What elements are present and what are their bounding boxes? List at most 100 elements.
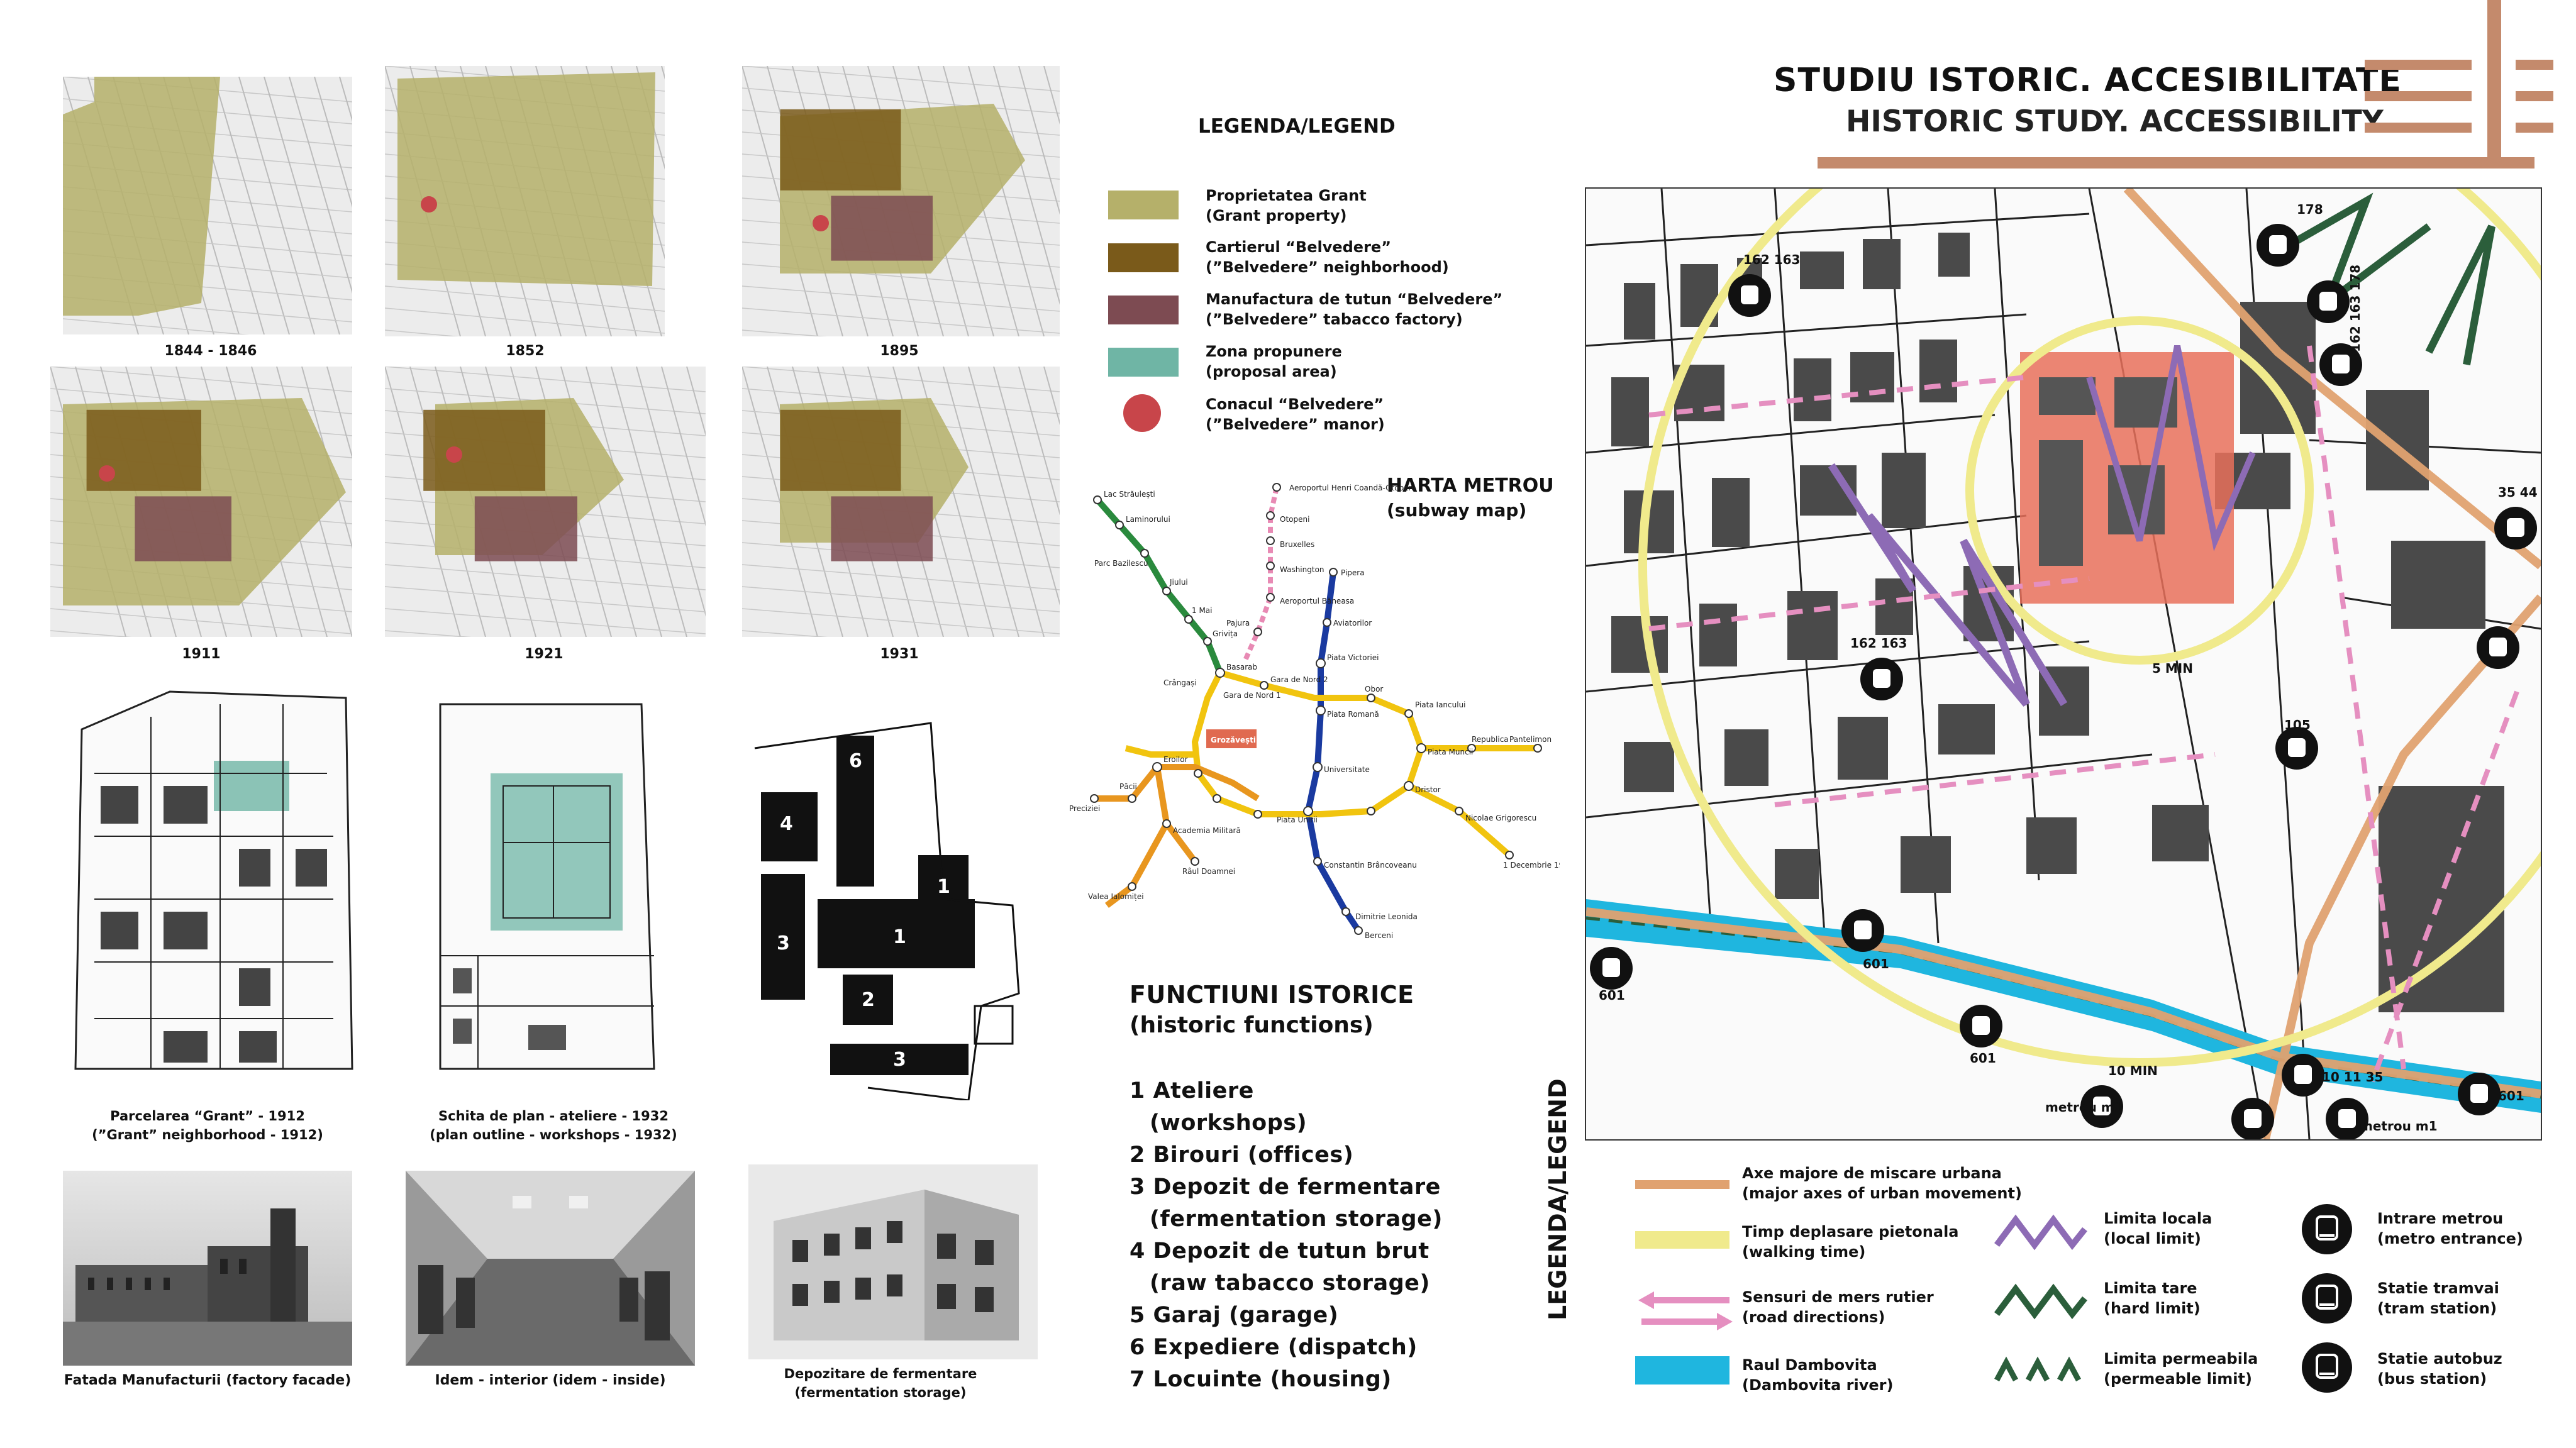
bus-station-icon [2302, 1342, 2352, 1393]
legend-swatch-grant [1108, 191, 1179, 219]
function-item: 5 Garaj (garage) [1130, 1303, 1339, 1328]
legend-proposal-label: Zona propunere(proposal area) [1206, 343, 1342, 380]
functions-title: FUNCTIUNI ISTORICE [1130, 981, 1414, 1009]
legend-road-label: Sensuri de mers rutier(road directions) [1742, 1288, 1934, 1326]
accessibility-map: 178 162 163 162 163 178 35 44 5 MIN 105 … [1585, 187, 2542, 1141]
plan-workshops-1932 [402, 679, 704, 1081]
map-label: 601 [2498, 1088, 2524, 1103]
svg-text:Constantin Brâncoveanu: Constantin Brâncoveanu [1324, 861, 1417, 870]
legend-hard-limit-icon [1994, 1283, 2087, 1320]
svg-text:Valea Ialomiței: Valea Ialomiței [1088, 892, 1144, 901]
svg-text:Păcii: Păcii [1119, 782, 1137, 791]
svg-text:Lac Străulești: Lac Străulești [1104, 490, 1155, 499]
legend-axes-swatch [1635, 1180, 1729, 1189]
photo-factory-facade [63, 1171, 352, 1366]
legend-local-limit-label: Limita locala(local limit) [2104, 1210, 2212, 1247]
legend-walking-swatch [1635, 1231, 1729, 1249]
svg-text:Piata Muncii: Piata Muncii [1428, 748, 1473, 756]
svg-text:2: 2 [862, 989, 875, 1011]
title-underline [1818, 157, 2534, 169]
function-item: (raw tabacco storage) [1150, 1271, 1430, 1296]
map-label: 601 [1863, 956, 1889, 971]
tram-station-icon [2302, 1273, 2352, 1324]
legend-river-swatch [1635, 1356, 1729, 1384]
svg-text:Pantelimon: Pantelimon [1509, 735, 1552, 744]
map-label: 601 [1599, 988, 1625, 1003]
map-caption-3: 1895 [880, 343, 919, 359]
map-label: 10 MIN [2108, 1063, 2158, 1078]
svg-text:Piata Unirii: Piata Unirii [1277, 815, 1318, 824]
legend-grant-label: Proprietatea Grant(Grant property) [1206, 187, 1367, 224]
map-label: 105 [2284, 717, 2311, 732]
svg-text:Dimitrie Leonida: Dimitrie Leonida [1355, 912, 1418, 921]
legend-swatch-belvedere [1108, 243, 1179, 272]
svg-text:Preciziei: Preciziei [1069, 804, 1100, 813]
historic-map-3 [742, 66, 1060, 336]
historic-map-1 [63, 77, 352, 334]
svg-text:Aviatorilor: Aviatorilor [1333, 619, 1372, 627]
legend-factory-label: Manufactura de tutun “Belvedere”(”Belved… [1206, 290, 1503, 328]
functions-subtitle: (historic functions) [1130, 1012, 1374, 1038]
svg-text:Piata Victoriei: Piata Victoriei [1327, 653, 1379, 662]
svg-text:Aeroportul Henri Coandă-Otopen: Aeroportul Henri Coandă-Otopeni [1289, 484, 1416, 492]
function-item: (fermentation storage) [1150, 1207, 1443, 1232]
function-item: 7 Locuinte (housing) [1130, 1367, 1392, 1392]
svg-text:Otopeni: Otopeni [1280, 515, 1309, 524]
svg-text:Jiului: Jiului [1169, 578, 1188, 587]
map-label: 601 [1970, 1051, 1996, 1066]
map-label: 162 163 178 [2348, 265, 2363, 352]
historic-map-6 [742, 367, 1060, 637]
svg-text:Pajura: Pajura [1226, 619, 1250, 627]
svg-text:4: 4 [780, 813, 793, 835]
svg-text:Universitate: Universitate [1324, 765, 1370, 774]
map-label: 178 [2297, 202, 2323, 217]
function-item: 6 Expediere (dispatch) [1130, 1335, 1418, 1360]
photo-facade-caption: Fatada Manufacturii (factory facade) [64, 1373, 352, 1388]
page-title-ro: STUDIU ISTORIC. ACCESIBILITATE [1774, 62, 2402, 99]
functions-list: 1 Ateliere (workshops) 2 Birouri (office… [1130, 1075, 1443, 1396]
map-legend-side-title: LEGENDA/LEGEND [1544, 1078, 1572, 1320]
svg-text:Gara de Nord 1: Gara de Nord 1 [1223, 691, 1281, 700]
map-label: 162 163 [1850, 636, 1907, 651]
svg-text:Washington: Washington [1280, 565, 1324, 574]
legend-title: LEGENDA/LEGEND [1198, 115, 1396, 138]
svg-text:Nicolae Grigorescu: Nicolae Grigorescu [1465, 814, 1536, 822]
legend-swatch-proposal [1108, 348, 1179, 377]
svg-text:Parc Bazilescu: Parc Bazilescu [1094, 559, 1148, 568]
svg-text:Râul Doamnei: Râul Doamnei [1182, 867, 1235, 876]
plan-grant-1912 [57, 679, 358, 1081]
map-label: 162 163 [1743, 252, 1800, 267]
map-label: 10 11 35 [2322, 1069, 2383, 1085]
svg-text:Basarab: Basarab [1226, 663, 1257, 671]
photo-fermentation [748, 1164, 1038, 1359]
svg-text:Eroilor: Eroilor [1163, 755, 1188, 764]
map-label: 35 44 [2498, 485, 2538, 500]
legend-permeable-limit-label: Limita permeabila(permeable limit) [2104, 1350, 2258, 1388]
svg-text:Crângași: Crângași [1163, 678, 1197, 687]
legend-local-limit-icon [1994, 1214, 2087, 1251]
legend-hard-limit-label: Limita tare(hard limit) [2104, 1279, 2201, 1317]
map-caption-5: 1921 [525, 646, 564, 662]
historic-map-2 [385, 66, 665, 336]
legend-manor-dot [1123, 394, 1161, 432]
subway-grozavesti-label: Grozăvești [1211, 736, 1256, 744]
legend-belvedere-label: Cartierul “Belvedere”(”Belvedere” neighb… [1206, 238, 1449, 276]
legend-walking-label: Timp deplasare pietonala(walking time) [1742, 1223, 1959, 1261]
photo-fermentation-caption: Depozitare de fermentare(fermentation st… [784, 1366, 977, 1400]
legend-river-label: Raul Dambovita(Dambovita river) [1742, 1356, 1894, 1394]
svg-text:Grivița: Grivița [1213, 629, 1238, 638]
map-label: metrou m1 [2045, 1100, 2123, 1115]
svg-text:6: 6 [849, 750, 862, 772]
legend-swatch-factory [1108, 296, 1179, 324]
legend-bus-label: Statie autobuz(bus station) [2377, 1350, 2502, 1388]
svg-text:Berceni: Berceni [1365, 931, 1393, 940]
legend-metro-label: Intrare metrou(metro entrance) [2377, 1210, 2523, 1247]
function-item: 2 Birouri (offices) [1130, 1142, 1354, 1168]
function-item: 3 Depozit de fermentare [1130, 1174, 1441, 1200]
svg-text:Gara de Nord 2: Gara de Nord 2 [1270, 675, 1328, 684]
svg-text:Pipera: Pipera [1341, 568, 1365, 577]
svg-text:Obor: Obor [1365, 685, 1383, 694]
function-item: 1 Ateliere [1130, 1078, 1254, 1103]
historic-map-4 [50, 367, 352, 637]
